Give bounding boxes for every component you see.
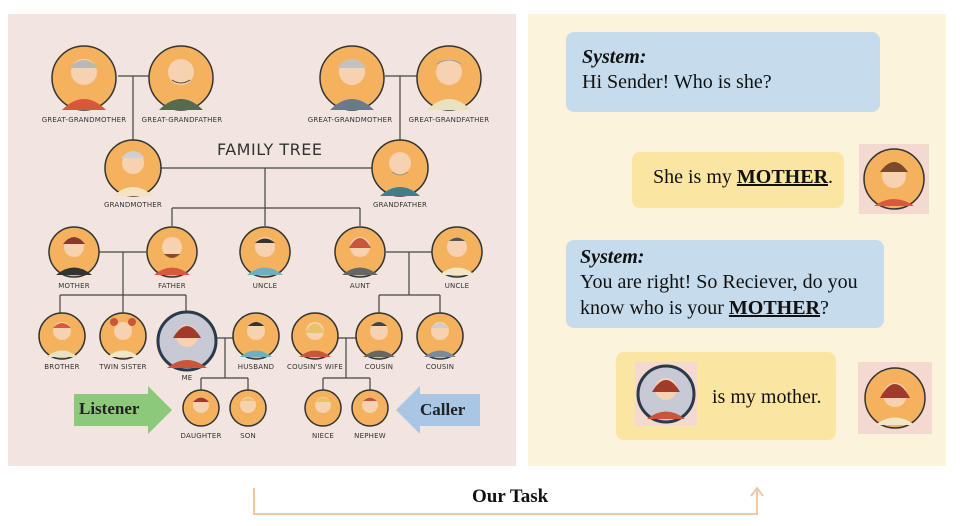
label-great-grandfather-left: GREAT-GRANDFATHER [141,116,223,124]
avatar-me [156,310,218,372]
listener-label: Listener [79,399,140,418]
avatar-grandmother [104,139,162,197]
label-me: ME [181,374,193,382]
chat-bubble-answer-1: She is my MOTHER. [632,152,844,208]
avatar-daughter [182,389,220,427]
avatar-uncle-2 [431,226,483,278]
avatar-great-grandmother-left [51,45,117,111]
avatar-niece [304,389,342,427]
task-bracket [253,488,758,515]
our-task-label: Our Task [472,486,549,507]
label-cousin-2: COUSIN [425,363,455,371]
label-twin-sister: TWIN SISTER [99,363,147,371]
label-uncle-1: UNCLE [252,282,278,290]
avatar-husband [232,312,280,360]
avatar-brother [38,312,86,360]
avatar-cousins-wife [291,312,339,360]
label-aunt: AUNT [349,282,371,290]
avatar-great-grandfather-left [148,45,214,111]
chat-bubble-answer-2: is my mother. [616,352,836,440]
label-grandfather: GRANDFATHER [372,201,428,209]
chat-bubble-system-2: System: You are right! So Reciever, do y… [566,240,884,328]
label-uncle-2: UNCLE [444,282,470,290]
message-3-keyword: MOTHER [728,297,821,319]
caller-arrow [396,386,480,434]
message-2-keyword: MOTHER [736,166,829,188]
chat-bubble-system-1: System: Hi Sender! Who is she? [566,32,880,112]
label-mother: MOTHER [58,282,90,290]
message-4-text: is my mother. [712,386,822,408]
avatar-great-grandfather-right [416,45,482,111]
system-label-2: System: [580,246,645,268]
avatar-son [229,389,267,427]
message-2-prefix: She is my [653,166,737,188]
message-1-text: Hi Sender! Who is she? [582,71,772,93]
avatar-uncle-1 [239,226,291,278]
caller-label: Caller [420,400,466,419]
system-label-1: System: [582,46,647,68]
label-cousins-wife: COUSIN'S WIFE [287,363,343,371]
message-3-suffix: ? [820,297,829,319]
avatar-grandfather [371,139,429,197]
chat-avatar-sender [863,148,925,210]
task-bracket-arrowhead [750,486,764,497]
family-tree-title: FAMILY TREE [217,140,323,159]
avatar-great-grandmother-right [319,45,385,111]
label-father: FATHER [158,282,186,290]
label-nephew: NEPHEW [354,432,386,440]
label-cousin-1: COUSIN [364,363,394,371]
avatar-mother [48,226,100,278]
label-great-grandfather-right: GREAT-GRANDFATHER [408,116,490,124]
avatar-cousin-2 [416,312,464,360]
label-husband: HUSBAND [237,363,275,371]
label-brother: BROTHER [44,363,80,371]
avatar-nephew [351,389,389,427]
tree-connectors [59,75,441,390]
message-3-line-1: You are right! So Reciever, do you [580,271,858,293]
avatar-aunt [334,226,386,278]
avatar-cousin-1 [355,312,403,360]
listener-arrow [74,386,172,434]
label-great-grandmother-left: GREAT-GRANDMOTHER [41,116,127,124]
label-niece: NIECE [311,432,335,440]
message-3-prefix: know who is your [580,297,729,319]
chat-avatar-receiver [864,367,926,429]
label-grandmother: GRANDMOTHER [104,201,162,209]
label-son: SON [240,432,256,440]
avatar-twin-sister [99,312,147,360]
label-great-grandmother-right: GREAT-GRANDMOTHER [307,116,393,124]
message-2-suffix: . [828,166,834,188]
avatar-father [146,226,198,278]
label-daughter: DAUGHTER [180,432,222,440]
